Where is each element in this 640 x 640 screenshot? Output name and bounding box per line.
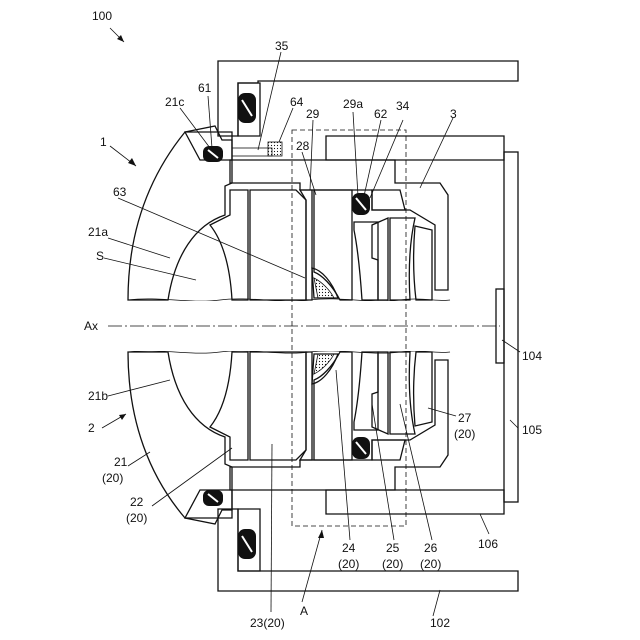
label-23: 23(20)	[250, 616, 285, 630]
adhesive-63-bottom	[314, 354, 334, 374]
label-63: 63	[113, 185, 127, 199]
lens-27-top	[414, 226, 432, 300]
label-27: 27	[458, 411, 472, 425]
label-64: 64	[290, 95, 304, 109]
label-21b: 21b	[88, 389, 108, 403]
lens-26-top	[390, 218, 415, 300]
lens-22-top	[210, 190, 248, 300]
o-ring-seal-top	[238, 93, 256, 123]
lens-27-bottom	[414, 352, 432, 426]
ring-34-bottom	[372, 440, 405, 460]
label-21: 21	[114, 455, 128, 469]
label-105: 105	[522, 423, 542, 437]
spacer-28-bottom	[300, 352, 312, 460]
adhesive-63-top	[314, 278, 334, 298]
label-34: 34	[396, 99, 410, 113]
label-25: 25	[386, 541, 400, 555]
label-A: A	[300, 604, 308, 618]
o-ring-62-bottom	[352, 437, 370, 459]
label-61: 61	[198, 81, 212, 95]
lens-25-top	[354, 222, 378, 300]
label-2: 2	[88, 421, 95, 435]
label-26: 26	[424, 541, 438, 555]
label-21c: 21c	[165, 95, 184, 109]
spacer-25-26-top	[372, 218, 388, 300]
label-26-sub: (20)	[420, 557, 441, 571]
back-plate-105	[504, 152, 518, 502]
label-22-sub: (20)	[126, 511, 147, 525]
spacer-28-top	[300, 190, 312, 300]
lens-23-top	[250, 190, 306, 300]
label-29a: 29a	[343, 97, 363, 111]
label-22: 22	[130, 495, 144, 509]
label-35: 35	[275, 39, 289, 53]
o-ring-seal-bottom	[238, 529, 256, 559]
housing-102	[218, 61, 518, 136]
o-ring-61-top	[203, 146, 223, 162]
label-21-sub: (20)	[102, 471, 123, 485]
label-S: S	[96, 249, 104, 263]
label-28: 28	[296, 139, 310, 153]
lens-23-bottom	[250, 352, 306, 460]
label-1: 1	[100, 135, 107, 149]
bracket-106-bottom	[326, 490, 504, 514]
label-21a: 21a	[88, 225, 108, 239]
label-3: 3	[450, 107, 457, 121]
ring-34-top	[372, 190, 405, 210]
label-Ax: Ax	[84, 319, 98, 333]
lens-22-bottom	[210, 352, 248, 460]
label-24: 24	[342, 541, 356, 555]
housing-102-bottom	[218, 509, 518, 591]
label-29: 29	[306, 107, 320, 121]
label-102: 102	[430, 616, 450, 630]
o-ring-62-top	[352, 193, 370, 215]
label-24-sub: (20)	[338, 557, 359, 571]
spacer-25-26-bottom	[372, 352, 388, 434]
label-25-sub: (20)	[382, 557, 403, 571]
label-104: 104	[522, 349, 542, 363]
o-ring-61-bottom	[203, 490, 223, 506]
barrel-3-top	[230, 160, 448, 290]
label-62: 62	[374, 107, 388, 121]
label-106: 106	[478, 537, 498, 551]
label-27-sub: (20)	[454, 427, 475, 441]
pin-35	[232, 148, 272, 156]
bracket-106-top	[326, 136, 504, 160]
lens-26-bottom	[390, 352, 415, 434]
adhesive-64	[268, 142, 282, 156]
label-100: 100	[92, 9, 112, 23]
